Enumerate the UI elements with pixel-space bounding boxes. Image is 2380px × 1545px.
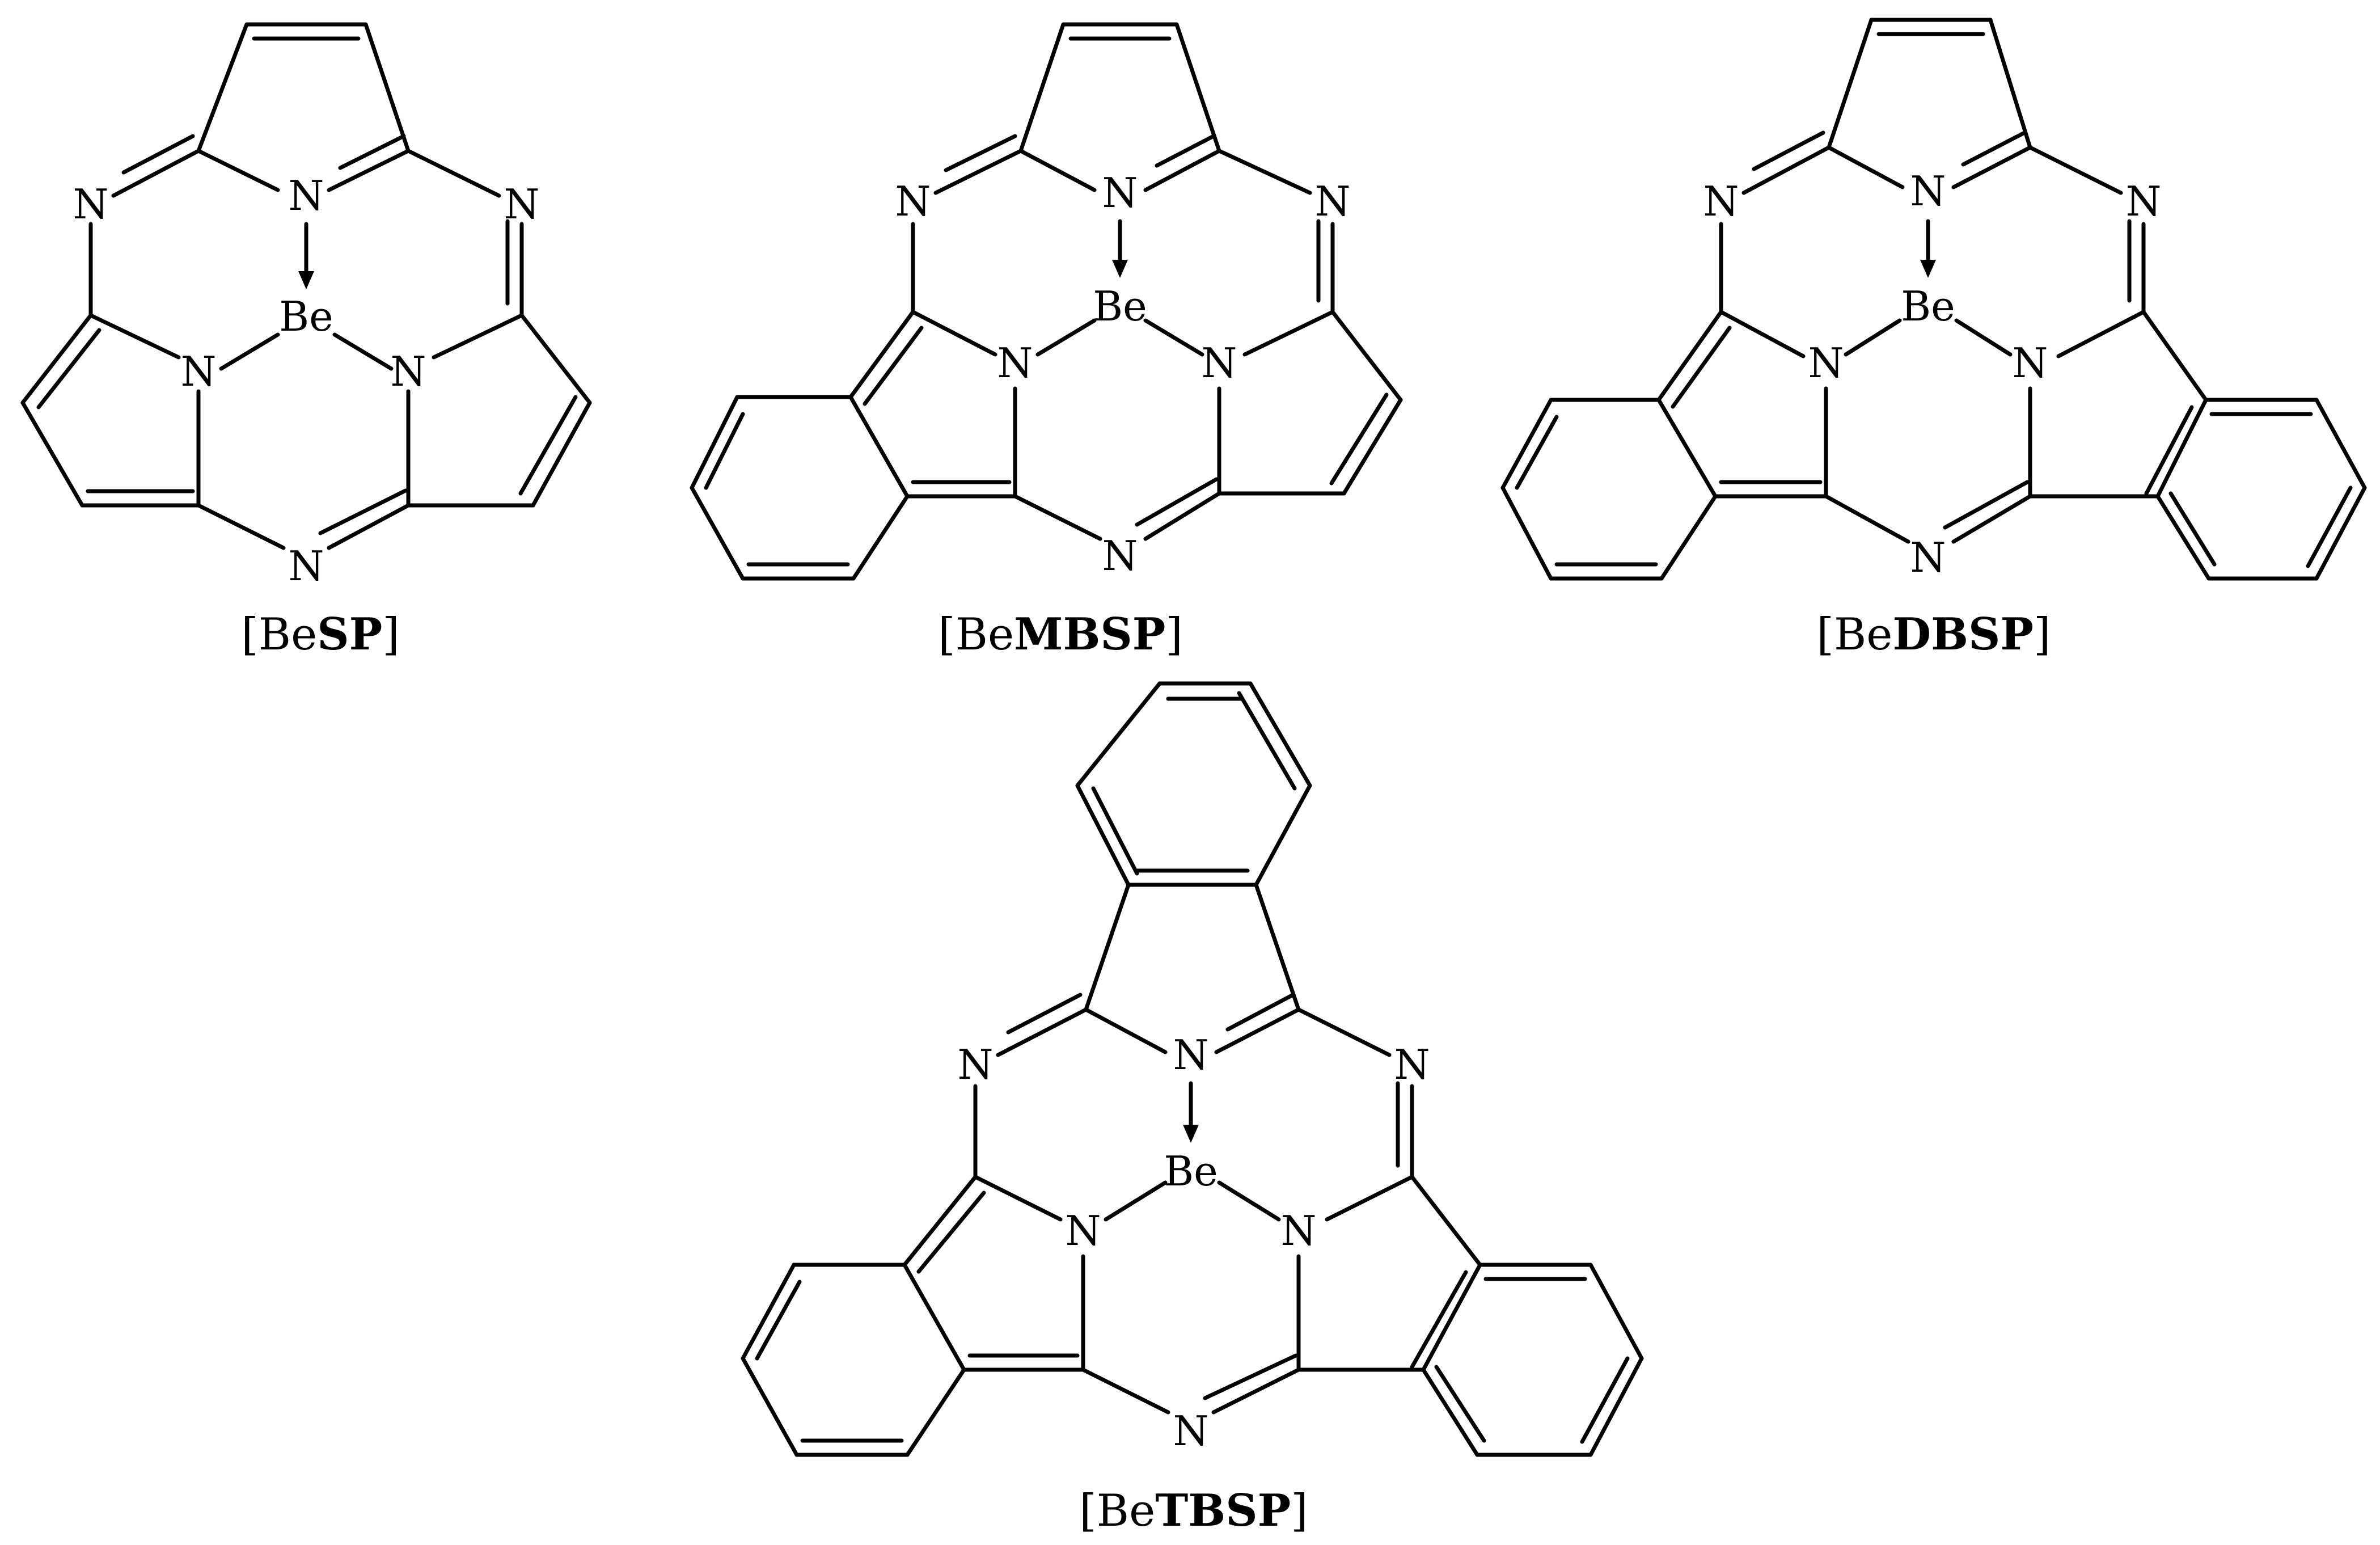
coordination-arrowhead (1183, 1125, 1199, 1143)
coordination-arrowhead (1112, 260, 1128, 278)
atom-n: N (2013, 339, 2048, 387)
atom-n: N (73, 180, 109, 228)
caption-bembsp: [BeMBSP] (938, 609, 1183, 660)
atom-n: N (1066, 1207, 1101, 1255)
coordination-arrowhead (1920, 260, 1936, 278)
atom-n: N (289, 542, 324, 590)
atom-be: Be (1093, 282, 1147, 330)
molecule-betbsp: N N N Be N N N [BeTBSP] (741, 681, 1644, 1536)
atom-n: N (504, 180, 540, 228)
atom-n: N (1102, 169, 1138, 217)
bonds-besp (20, 22, 592, 550)
atom-labels-bedbsp: N N N Be N N N (1703, 167, 2162, 581)
atom-n: N (1910, 534, 1946, 581)
atom-n: N (1281, 1207, 1317, 1255)
bonds-betbsp (741, 681, 1644, 1457)
atom-n: N (1173, 1031, 1209, 1079)
atom-be: Be (1901, 282, 1955, 330)
caption-betbsp: [BeTBSP] (1079, 1485, 1308, 1536)
caption-bedbsp: [BeDBSP] (1817, 609, 2051, 660)
atom-n: N (1703, 178, 1739, 225)
coordination-arrowhead (298, 271, 314, 289)
caption-besp: [BeSP] (241, 609, 399, 660)
atom-be: Be (279, 293, 333, 340)
atom-n: N (997, 339, 1033, 387)
atom-n: N (1102, 532, 1138, 580)
atom-labels-bembsp: N N N Be N N N (895, 169, 1351, 580)
atom-n: N (958, 1041, 994, 1088)
atom-labels-besp: N N N Be N N N (73, 172, 540, 590)
molecule-bedbsp: N N N Be N N N [BeDBSP] (1500, 18, 2367, 660)
bonds-bembsp (690, 22, 1403, 581)
atom-n: N (1808, 339, 1844, 387)
molecule-bembsp: N N N Be N N N [BeMBSP] (690, 22, 1403, 660)
bonds-bedbsp (1500, 18, 2367, 581)
atom-n: N (391, 348, 426, 395)
atom-n: N (2126, 178, 2162, 225)
atom-be: Be (1164, 1147, 1218, 1195)
atom-n: N (1173, 1407, 1209, 1455)
atom-n: N (1315, 178, 1351, 225)
atom-n: N (1910, 167, 1946, 215)
atom-n: N (181, 348, 217, 395)
atom-n: N (1394, 1041, 1430, 1088)
atom-n: N (1202, 339, 1237, 387)
molecule-besp: N N N Be N N N [BeSP] (20, 22, 592, 660)
atom-labels-betbsp: N N N Be N N N (958, 1031, 1430, 1455)
atom-n: N (895, 178, 931, 225)
atom-n: N (289, 172, 324, 219)
